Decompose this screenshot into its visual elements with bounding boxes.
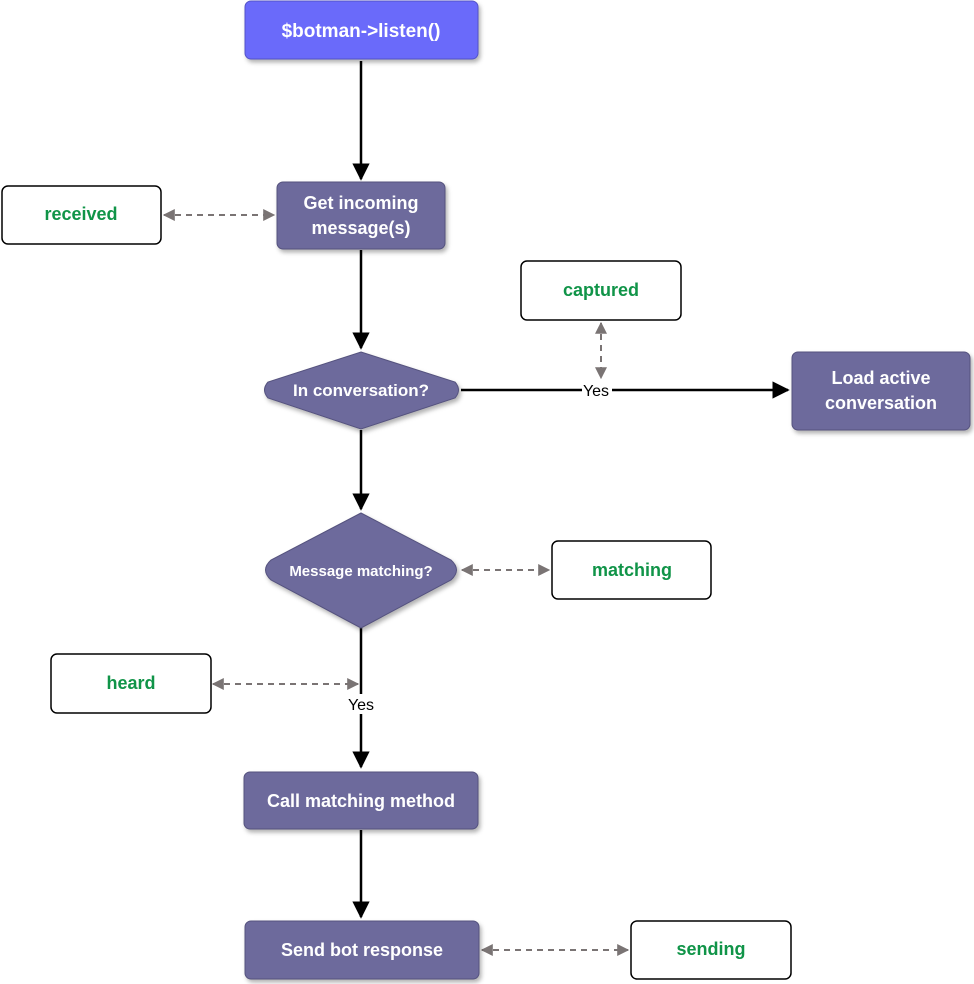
edge-label-conversation-yes: Yes — [583, 383, 609, 400]
node-load-active-label-line1: Load active — [831, 368, 930, 388]
event-heard: heard — [50, 653, 212, 714]
event-matching: matching — [551, 540, 712, 600]
node-listen: $botman->listen() — [244, 0, 479, 60]
event-captured: captured — [520, 260, 682, 321]
node-load-active-label-line2: conversation — [825, 393, 937, 413]
event-sending: sending — [630, 920, 792, 980]
node-get-incoming-label-line1: Get incoming — [303, 193, 418, 213]
node-send-response-label: Send bot response — [281, 940, 443, 960]
node-call-matching-method: Call matching method — [243, 771, 479, 830]
decision-in-conversation-label: In conversation? — [293, 381, 429, 400]
event-heard-label: heard — [106, 673, 155, 693]
node-call-matching-label: Call matching method — [267, 791, 455, 811]
node-get-incoming-label-line2: message(s) — [311, 218, 410, 238]
decision-in-conversation: In conversation? — [264, 351, 459, 430]
node-load-active-conversation: Load active conversation — [791, 351, 971, 431]
event-matching-label: matching — [592, 560, 672, 580]
node-listen-label: $botman->listen() — [282, 21, 441, 42]
event-captured-label: captured — [563, 280, 639, 300]
edge-label-bg-conversation-yes — [582, 380, 612, 400]
event-received-label: received — [44, 204, 117, 224]
event-received: received — [1, 185, 162, 245]
node-send-bot-response: Send bot response — [244, 920, 480, 980]
decision-message-matching: Message matching? — [265, 512, 457, 629]
decision-message-matching-label: Message matching? — [289, 563, 432, 580]
event-sending-label: sending — [676, 939, 745, 959]
edge-label-matching-yes: Yes — [348, 697, 374, 714]
edge-label-bg-matching-yes — [346, 694, 376, 714]
node-get-incoming: Get incoming message(s) — [276, 181, 446, 250]
